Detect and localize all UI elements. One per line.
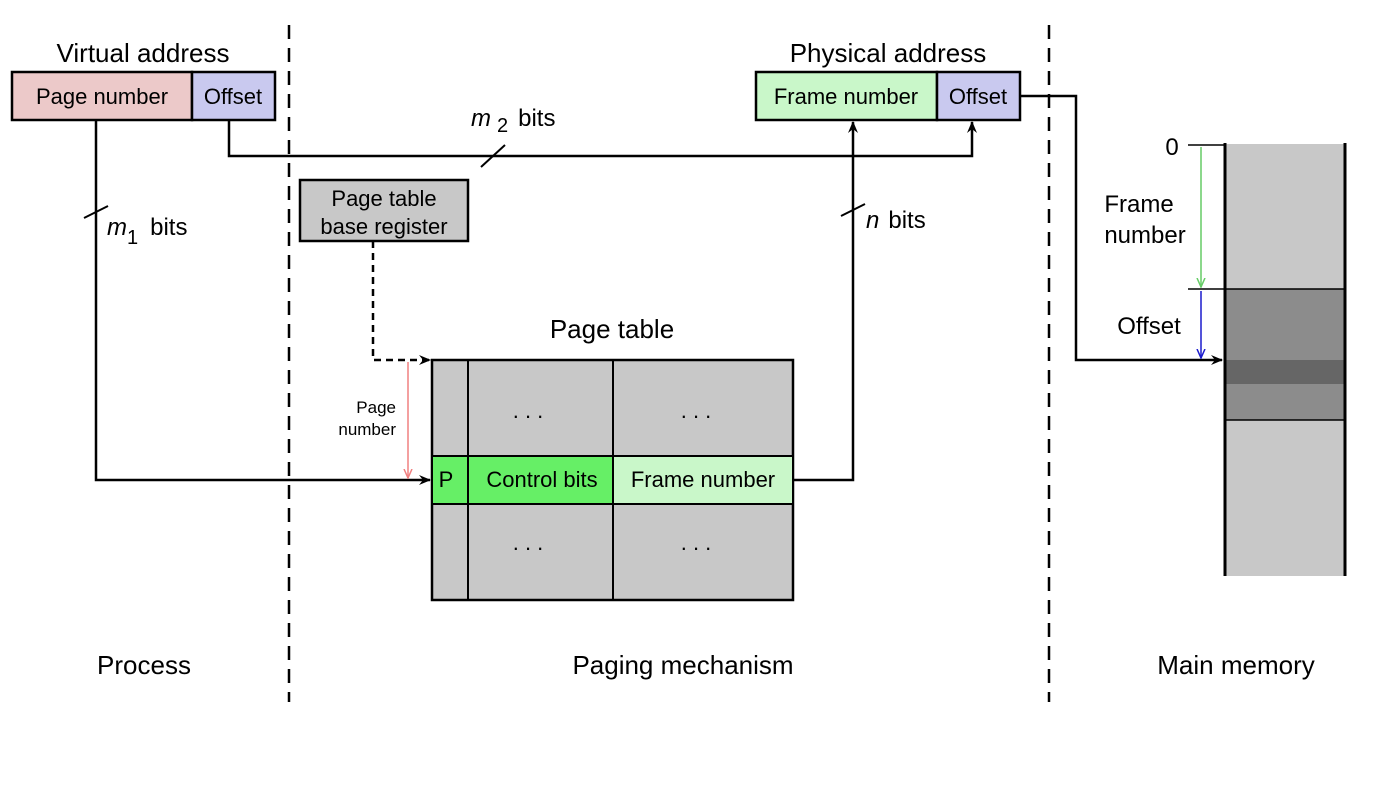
n-tick (840, 203, 866, 217)
virtual-offset-field (190, 70, 277, 122)
page-table-base-register: Page table base register (298, 178, 470, 243)
ellipsis-bottom-control: . . . (513, 530, 544, 555)
virtual-offset-label: Offset (204, 84, 262, 109)
entry-control-bits-label: Control bits (486, 467, 597, 492)
page-number-index-arrow (94, 120, 431, 485)
section-process-label: Process (97, 650, 191, 680)
physical-address-box: Frame number Offset (754, 70, 1022, 122)
physical-offset-field (935, 70, 1022, 122)
base-register-line1: Page table (331, 186, 436, 211)
base-register-pointer-arrow (371, 241, 431, 365)
entry-control-bits-cell (467, 455, 614, 505)
ellipsis-top-frame: . . . (681, 398, 712, 423)
memory-zero-label: 0 (1165, 134, 1178, 161)
physical-address-to-memory-arrow (1020, 94, 1223, 365)
m1-tick (83, 205, 109, 219)
physical-offset-label: Offset (949, 84, 1007, 109)
ellipsis-bottom-frame: . . . (681, 530, 712, 555)
physical-address-title: Physical address (790, 38, 987, 68)
memory-frame-region (1225, 289, 1345, 420)
m2-tick (480, 144, 506, 168)
frame-number-output-arrow (793, 121, 858, 482)
physical-frame-number-label: Frame number (774, 84, 918, 109)
entry-frame-number-label: Frame number (631, 467, 775, 492)
page-number-index-label-line2: number (338, 420, 396, 439)
ellipsis-top-control: . . . (513, 398, 544, 423)
virtual-address-title: Virtual address (57, 38, 230, 68)
base-register-line2: base register (320, 214, 447, 239)
virtual-page-number-label: Page number (36, 84, 168, 109)
memory-addressed-word (1225, 360, 1345, 384)
section-paging-label: Paging mechanism (572, 650, 793, 680)
virtual-address-box: Page number Offset (10, 70, 277, 122)
main-memory (1188, 143, 1347, 576)
memory-offset-label: Offset (1117, 313, 1181, 340)
entry-present-cell (431, 455, 469, 505)
memory-frame-number-label-line1: Frame (1104, 191, 1173, 218)
page-number-index-label-line1: Page (356, 398, 396, 417)
entry-frame-number-cell (612, 455, 794, 505)
virtual-page-number-field (10, 70, 194, 122)
section-memory-label: Main memory (1157, 650, 1314, 680)
page-table-title: Page table (550, 314, 674, 344)
entry-present-label: P (439, 467, 454, 492)
page-table: . . . . . . . . . . . . P Control bits F… (430, 358, 795, 602)
offset-passthrough-arrow (227, 120, 977, 158)
memory-frame-number-label-line2: number (1104, 222, 1185, 249)
